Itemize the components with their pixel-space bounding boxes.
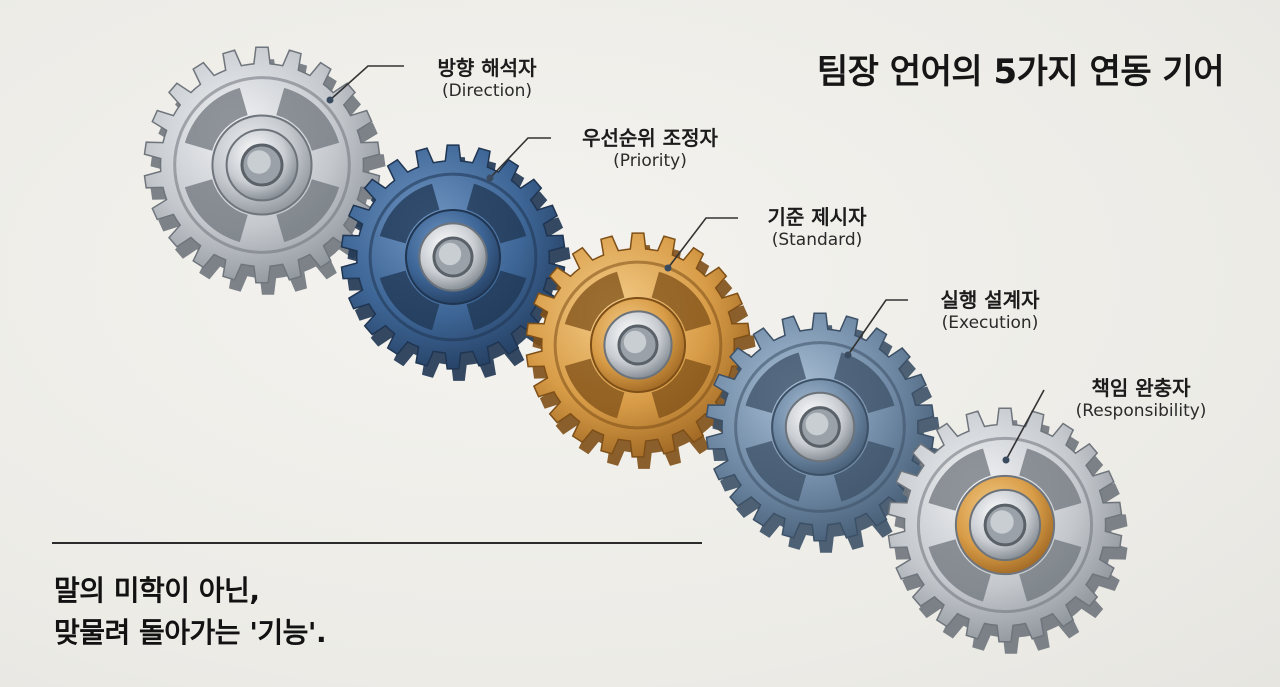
gear-execution-bore-highlight <box>805 412 829 436</box>
leader-line-execution <box>847 299 908 356</box>
leader-dot-standard <box>664 264 672 272</box>
leader-line-direction <box>329 65 404 101</box>
gear-priority-window <box>466 270 527 331</box>
gear-execution-rim <box>734 341 906 513</box>
tagline-line-2: 맞물려 돌아가는 '기능'. <box>54 616 327 649</box>
gear-responsibility-window <box>928 539 991 602</box>
leader-dot-responsibility <box>1002 456 1010 464</box>
gear-execution-window <box>833 352 895 414</box>
gear-label-direction: 방향 해석자 (Direction) <box>412 56 562 102</box>
gear-direction-bore-highlight <box>247 150 271 174</box>
gear-priority-window <box>379 270 440 331</box>
gear-priority-rim <box>368 172 538 342</box>
gear-execution <box>705 312 940 553</box>
gear-execution-window <box>745 352 807 414</box>
gear-label-execution-en: (Execution) <box>941 313 1039 333</box>
leader-line-priority <box>489 137 551 179</box>
gear-label-priority-en: (Priority) <box>613 151 687 171</box>
gear-standard-window <box>651 358 712 419</box>
gear-responsibility-rim <box>916 436 1094 614</box>
gear-direction-window <box>276 179 340 243</box>
gear-priority <box>340 144 571 381</box>
gear-execution-window <box>745 440 807 502</box>
gear-label-standard: 기준 제시자 (Standard) <box>752 205 882 251</box>
gear-label-standard-en: (Standard) <box>771 230 863 250</box>
gear-label-priority: 우선순위 조정자 (Priority) <box>560 126 740 172</box>
gear-label-priority-ko: 우선순위 조정자 <box>582 126 718 150</box>
gear-standard-bore-highlight <box>623 330 647 354</box>
gear-responsibility <box>887 407 1128 654</box>
leader-line-responsibility <box>1005 389 1045 461</box>
gear-standard-rim <box>553 260 723 430</box>
gear-label-execution-ko: 실행 설계자 <box>940 288 1040 312</box>
leader-dot-execution <box>844 351 852 359</box>
gear-label-direction-ko: 방향 해석자 <box>437 56 537 80</box>
gear-label-responsibility: 책임 완충자 (Responsibility) <box>1056 376 1226 422</box>
gear-priority-window <box>379 183 440 244</box>
gear-direction-window <box>184 179 248 243</box>
leader-line-standard <box>667 217 738 269</box>
gear-responsibility-window <box>928 448 991 511</box>
diagram-title: 팀장 언어의 5가지 연동 기어 <box>816 52 1225 92</box>
leader-dot-direction <box>326 96 334 104</box>
gear-direction-window <box>184 87 248 151</box>
divider-line <box>52 542 702 544</box>
gear-responsibility-window <box>1019 539 1082 602</box>
tagline: 말의 미학이 아닌, 맞물려 돌아가는 '기능'. <box>54 570 327 654</box>
gear-standard-window <box>564 271 625 332</box>
gear-responsibility-window <box>1019 448 1082 511</box>
gear-direction-rim <box>173 76 351 254</box>
gear-standard-window <box>564 358 625 419</box>
gear-label-responsibility-en: (Responsibility) <box>1075 401 1207 421</box>
gear-standard <box>525 232 756 469</box>
gear-label-direction-en: (Direction) <box>441 81 533 101</box>
gear-standard-window <box>651 271 712 332</box>
gear-execution-window <box>833 440 895 502</box>
gear-label-execution: 실행 설계자 (Execution) <box>920 288 1060 334</box>
gear-priority-window <box>466 183 527 244</box>
gear-label-responsibility-ko: 책임 완충자 <box>1091 376 1191 400</box>
gear-direction-window <box>276 87 340 151</box>
gear-direction <box>143 46 386 295</box>
gear-responsibility-bore-highlight <box>990 510 1014 534</box>
leader-dot-priority <box>486 174 494 182</box>
tagline-line-1: 말의 미학이 아닌, <box>54 574 260 607</box>
gear-label-standard-ko: 기준 제시자 <box>767 205 867 229</box>
gear-priority-bore-highlight <box>438 242 462 266</box>
